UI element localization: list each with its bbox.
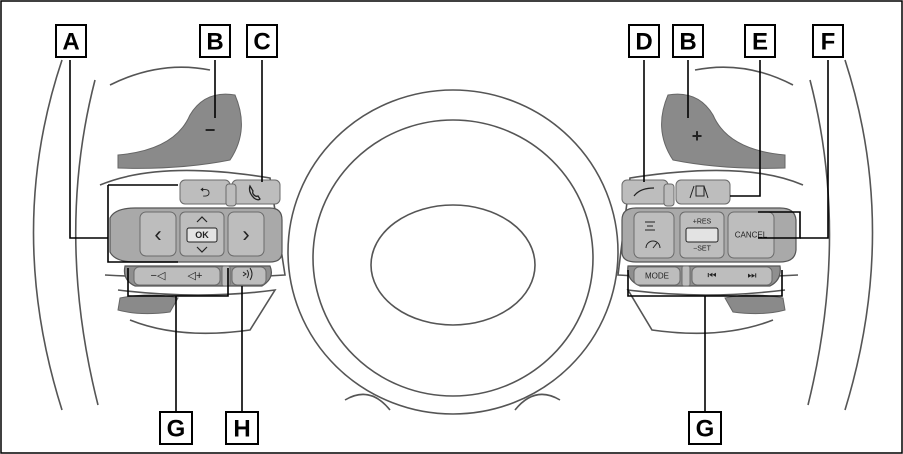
back-symbol: ⮌ xyxy=(200,185,210,200)
mode-label: MODE xyxy=(645,272,669,281)
cruise-mode-button[interactable] xyxy=(633,211,675,259)
svg-text:G: G xyxy=(167,416,186,443)
right-paddle-plus: + xyxy=(692,126,703,146)
callout-B-left: B xyxy=(199,24,231,58)
res-set-switch[interactable] xyxy=(685,227,719,243)
track-rocker[interactable] xyxy=(691,266,773,286)
mode-button[interactable] xyxy=(633,266,681,286)
phone-icon xyxy=(248,184,261,201)
cancel-button[interactable] xyxy=(727,211,775,259)
leader-F xyxy=(800,60,829,239)
lane-icon xyxy=(633,187,655,197)
right-upper-curve xyxy=(694,66,794,86)
svg-text:E: E xyxy=(752,29,768,56)
bracket-G-left xyxy=(127,268,229,297)
cruise-control-icon xyxy=(645,221,661,249)
distance-icon xyxy=(689,185,709,199)
left-lower-pad xyxy=(117,294,179,315)
right-arrow-button[interactable] xyxy=(227,211,265,257)
svg-text:H: H xyxy=(233,416,250,443)
set-label: −SET xyxy=(693,246,711,253)
up-chevron-icon xyxy=(196,216,208,223)
voice-command-icon xyxy=(242,267,253,281)
callout-E: E xyxy=(744,24,776,58)
talk-button[interactable] xyxy=(231,266,267,286)
lane-keep-button[interactable] xyxy=(621,179,669,205)
wheel-hub-inner xyxy=(312,119,594,397)
wheel-rim-right-outer xyxy=(844,59,874,411)
volume-down-label: −◁ xyxy=(151,270,166,282)
svg-text:D: D xyxy=(635,29,652,56)
right-lower-pad xyxy=(724,294,786,315)
volume-rocker[interactable] xyxy=(133,266,221,286)
left-paddle-shifter[interactable] xyxy=(117,93,242,169)
svg-text:B: B xyxy=(206,29,223,56)
left-arrow-symbol: ‹ xyxy=(154,222,161,247)
down-chevron-icon xyxy=(196,246,208,253)
wheel-rim-left-outer xyxy=(32,59,63,411)
svg-text:B: B xyxy=(679,29,696,56)
callout-A: A xyxy=(55,24,87,58)
track-switch[interactable] xyxy=(681,265,691,287)
left-spoke-lower xyxy=(117,288,277,335)
ok-label: OK xyxy=(195,230,209,240)
callout-G-left: G xyxy=(159,411,193,445)
right-paddle-shifter[interactable] xyxy=(661,93,786,169)
bracket-A xyxy=(107,184,178,263)
bracket-F xyxy=(758,211,801,239)
hub-lower-left xyxy=(344,393,391,411)
leader-E xyxy=(730,60,761,197)
svg-text:C: C xyxy=(253,29,270,56)
wheel-rim-right-inner xyxy=(807,79,831,406)
previous-track-icon: ⏮ xyxy=(708,271,717,282)
next-track-icon: ⏭ xyxy=(748,271,757,282)
hub-lower-right xyxy=(514,393,561,411)
callout-H: H xyxy=(225,411,259,445)
svg-text:G: G xyxy=(696,416,715,443)
svg-text:F: F xyxy=(821,29,836,56)
leader-A xyxy=(69,60,108,239)
svg-text:A: A xyxy=(62,29,79,56)
res-label: +RES xyxy=(693,219,712,226)
left-arrow-button[interactable] xyxy=(139,211,177,257)
cancel-label: CANCEL xyxy=(735,231,768,240)
wheel-rim-left-inner xyxy=(74,79,99,406)
callout-D: D xyxy=(628,24,660,58)
callout-C: C xyxy=(246,24,278,58)
callout-B-right: B xyxy=(672,24,704,58)
ok-button[interactable] xyxy=(186,227,218,243)
volume-up-label: ◁+ xyxy=(188,270,203,282)
wheel-hub-outer xyxy=(287,89,619,415)
phone-switch[interactable] xyxy=(225,183,237,207)
wheel-emblem xyxy=(370,204,536,326)
left-upper-curve xyxy=(109,66,211,86)
callout-F: F xyxy=(812,24,844,58)
right-arrow-symbol: › xyxy=(242,222,249,247)
distance-button[interactable] xyxy=(675,179,731,205)
callout-G-right: G xyxy=(688,411,722,445)
left-paddle-minus: − xyxy=(205,120,216,140)
phone-button[interactable] xyxy=(231,179,281,205)
lane-switch[interactable] xyxy=(663,183,675,207)
